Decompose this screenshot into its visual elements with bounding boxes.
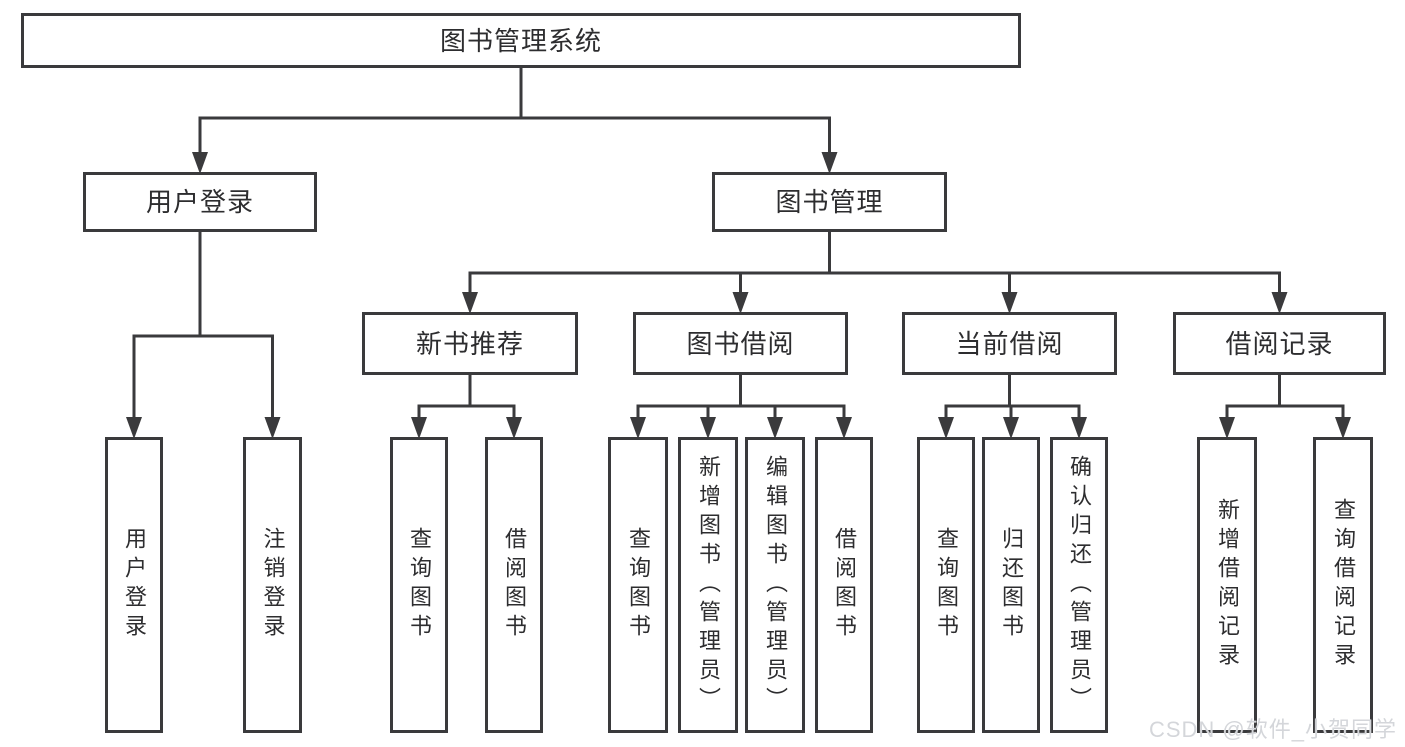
node-label-mgmt: 图书管理 [775, 187, 884, 217]
node-label-borrow-query: 查询图书 [626, 527, 651, 643]
arrowhead [938, 417, 954, 439]
node-label-recd-add: 新增借阅记录 [1215, 498, 1240, 672]
node-borrow-borrow: 借阅图书 [815, 437, 873, 733]
arrowhead [1003, 417, 1019, 439]
arrowhead [1335, 417, 1351, 439]
node-mgmt: 图书管理 [712, 172, 947, 232]
arrowhead [767, 417, 783, 439]
csdn-watermark: CSDN @软件_小贺同学 [1148, 717, 1397, 742]
node-label-current: 当前借阅 [955, 328, 1064, 359]
arrowhead [411, 417, 427, 439]
node-rec: 新书推荐 [362, 312, 578, 375]
node-recd-query: 查询借阅记录 [1313, 437, 1373, 733]
node-login: 用户登录 [83, 172, 317, 232]
arrowhead [630, 417, 646, 439]
node-borrow-add: 新增图书（管理员） [678, 437, 738, 733]
node-label-cur-confirm: 确认归还（管理员） [1067, 454, 1092, 716]
node-label-login: 用户登录 [145, 187, 254, 217]
arrowhead [821, 152, 838, 174]
node-label-rec-borrow: 借阅图书 [502, 527, 527, 643]
arrowhead [1001, 292, 1018, 314]
arrowhead [700, 417, 716, 439]
node-label-cur-query: 查询图书 [934, 527, 959, 643]
node-label-borrow-add: 新增图书（管理员） [696, 454, 721, 716]
node-login-logout: 注销登录 [243, 437, 302, 733]
node-label-borrow-edit: 编辑图书（管理员） [763, 454, 788, 716]
node-label-login-logout: 注销登录 [260, 527, 286, 643]
node-login-user: 用户登录 [105, 437, 163, 733]
node-label-root: 图书管理系统 [439, 25, 602, 56]
arrowhead [192, 152, 208, 174]
node-records: 借阅记录 [1173, 312, 1386, 375]
node-rec-borrow: 借阅图书 [485, 437, 543, 733]
arrowhead [836, 417, 852, 439]
node-label-login-user: 用户登录 [122, 527, 147, 643]
node-cur-confirm: 确认归还（管理员） [1050, 437, 1108, 733]
node-label-rec: 新书推荐 [415, 328, 524, 359]
arrowhead [1071, 417, 1087, 439]
node-borrow-query: 查询图书 [608, 437, 668, 733]
arrowhead [1271, 292, 1288, 314]
node-recd-add: 新增借阅记录 [1197, 437, 1257, 733]
node-label-recd-query: 查询借阅记录 [1331, 498, 1356, 672]
arrowhead [264, 417, 281, 439]
node-borrow-edit: 编辑图书（管理员） [745, 437, 805, 733]
arrowhead [506, 417, 522, 439]
arrowhead [732, 292, 749, 314]
arrowhead [126, 417, 142, 439]
node-rec-query: 查询图书 [390, 437, 448, 733]
node-label-borrow-borrow: 借阅图书 [832, 527, 857, 643]
node-label-cur-return: 归还图书 [999, 527, 1024, 643]
node-label-borrow: 图书借阅 [686, 328, 795, 359]
node-borrow: 图书借阅 [633, 312, 848, 375]
arrowhead [462, 292, 478, 314]
node-label-rec-query: 查询图书 [407, 527, 432, 643]
node-cur-return: 归还图书 [982, 437, 1040, 733]
arrowhead [1219, 417, 1235, 439]
node-cur-query: 查询图书 [917, 437, 975, 733]
node-current: 当前借阅 [902, 312, 1117, 375]
node-root: 图书管理系统 [21, 13, 1021, 68]
node-label-records: 借阅记录 [1225, 328, 1334, 359]
